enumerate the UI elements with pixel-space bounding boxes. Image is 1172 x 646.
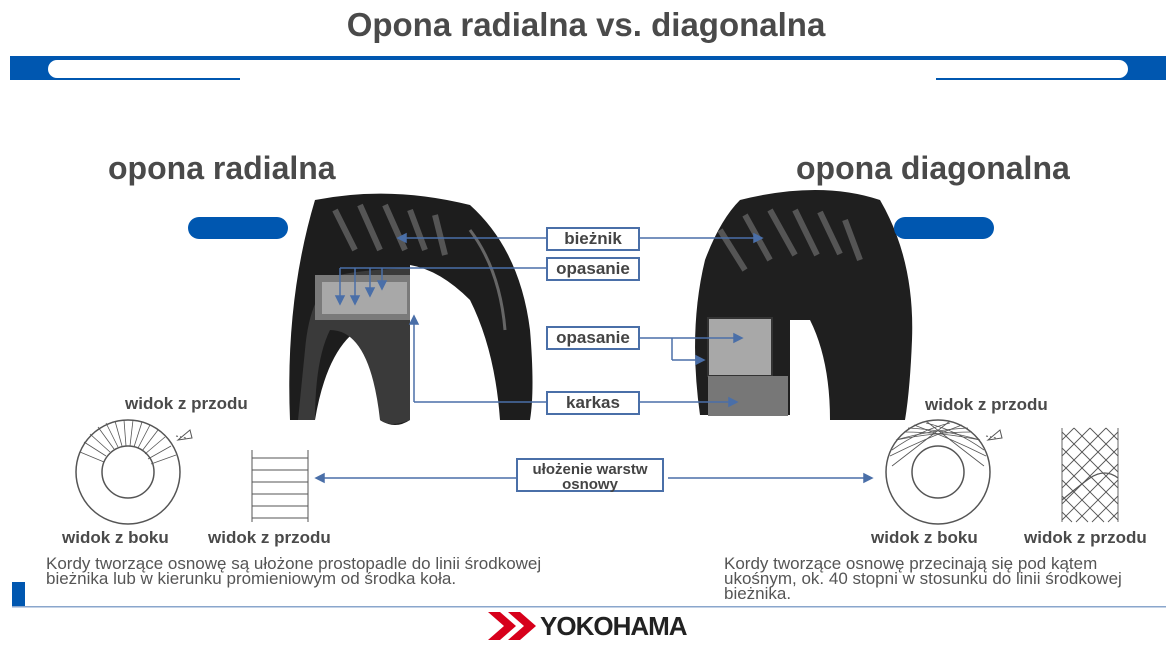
radial-side-view-label: widok z boku	[62, 528, 169, 547]
radial-front-view	[251, 450, 309, 522]
label-ply-line1: ułożenie warstw	[532, 461, 648, 478]
label-carcass: karkas	[546, 391, 640, 415]
bias-heading: opona diagonalna	[796, 150, 1070, 186]
bias-side-view-label: widok z boku	[871, 528, 978, 547]
bias-description: Kordy tworzące osnowę przecinają się pod…	[724, 554, 1122, 603]
label-belt-2: opasanie	[546, 326, 640, 350]
radial-heading: opona radialna	[108, 150, 336, 186]
label-ply-arrangement: ułożenie warstw osnowy	[516, 458, 664, 492]
label-tread: bieżnik	[546, 227, 640, 251]
radial-tire-illustration	[289, 193, 533, 425]
bias-front-view-label: widok z przodu	[1024, 528, 1147, 547]
radial-front-view-label: widok z przodu	[208, 528, 331, 547]
radial-accent-pill	[188, 217, 288, 239]
radial-front-view-top-label: widok z przodu	[125, 394, 248, 413]
radial-description: Kordy tworzące osnowę są ułożone prostop…	[46, 554, 542, 588]
bias-accent-pill	[894, 217, 994, 239]
bias-front-view-top-label: widok z przodu	[925, 395, 1048, 414]
bias-front-view	[1061, 427, 1119, 523]
yokohama-logo-icon	[488, 612, 536, 640]
page-title: Opona radialna vs. diagonalna	[346, 6, 826, 43]
connector-lines	[314, 232, 874, 484]
footer-marker	[12, 582, 25, 606]
footer-rule	[12, 606, 1166, 608]
radial-side-view	[75, 419, 193, 525]
label-ply-line2: osnowy	[562, 476, 618, 493]
bias-side-view	[885, 419, 1003, 525]
label-belt-1: opasanie	[546, 257, 640, 281]
yokohama-logo-text: YOKOHAMA	[540, 611, 688, 641]
bias-tire-illustration	[695, 190, 913, 420]
